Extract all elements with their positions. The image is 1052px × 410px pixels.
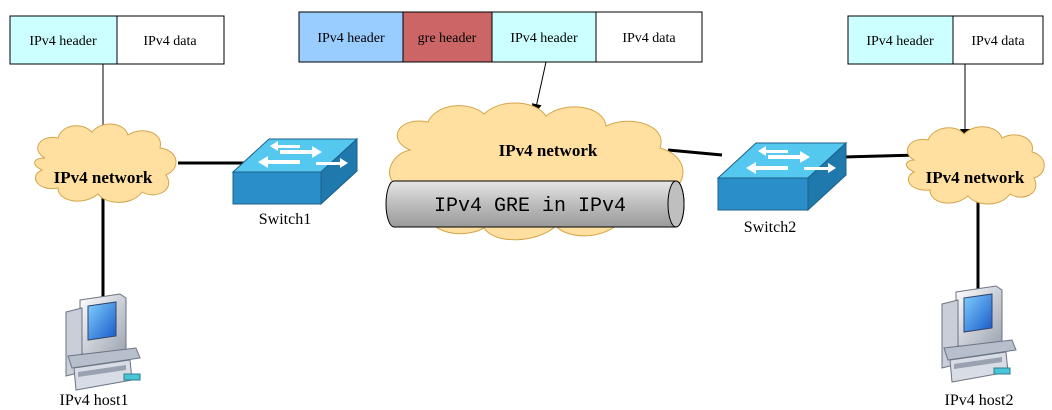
cloud-shape	[906, 126, 1045, 205]
switch-side	[320, 137, 358, 206]
cloud-label: IPv4 network	[499, 141, 598, 160]
ipv4-data-label: IPv4 data	[971, 34, 1025, 49]
ipv4-header-cell	[9, 15, 118, 65]
left-cloud: IPv4 network	[34, 123, 177, 203]
ipv4-data-cell	[952, 15, 1044, 65]
gre-tunnel: IPv4 GRE in IPv4	[385, 180, 685, 228]
ipv4-header-cell	[847, 15, 954, 65]
right-packet: IPv4 header IPv4 data	[847, 15, 1044, 65]
switch-front	[717, 177, 809, 211]
cloud-label: IPv4 network	[54, 168, 153, 187]
arrow-center-packet	[531, 61, 547, 114]
switch2: Switch2	[716, 141, 848, 236]
ipv4-data-label: IPv4 data	[622, 31, 676, 46]
switch-label: Switch1	[259, 211, 311, 228]
ipv4-data-cell	[116, 15, 225, 65]
gre-header-label: gre header	[418, 31, 477, 46]
ipv4-data-label: IPv4 data	[143, 34, 197, 49]
ipv4-header-label: IPv4 header	[29, 34, 97, 49]
gre-header-cell	[402, 11, 493, 63]
switch-arrows-icon	[258, 141, 348, 168]
computer-icon	[941, 285, 1017, 383]
switch-arrows-icon	[746, 146, 836, 174]
link-center-switch2	[667, 148, 723, 157]
tunnel-end-cap	[667, 180, 685, 228]
ipv4-data-cell	[595, 11, 703, 63]
host-label: IPv4 host1	[60, 392, 129, 409]
switch-side	[807, 141, 847, 212]
inner-ipv4-header-cell	[491, 11, 597, 63]
switch-front	[232, 171, 322, 205]
cloud-shape	[34, 123, 177, 203]
inner-ipv4-header-label: IPv4 header	[510, 31, 578, 46]
outer-ipv4-header-label: IPv4 header	[317, 31, 385, 46]
right-cloud: IPv4 network	[906, 126, 1045, 205]
computer-icon	[65, 293, 141, 391]
cloud-label: IPv4 network	[926, 168, 1025, 187]
left-packet: IPv4 header IPv4 data	[9, 15, 225, 65]
tunnel-label: IPv4 GRE in IPv4	[434, 195, 626, 218]
switch1: Switch1	[231, 137, 359, 228]
host-label: IPv4 host2	[945, 392, 1014, 409]
switch-label: Switch2	[744, 219, 796, 236]
host1: IPv4 host1	[60, 293, 141, 409]
host2: IPv4 host2	[941, 285, 1017, 409]
link-switch2-cloud	[842, 153, 921, 159]
outer-ipv4-header-cell	[298, 11, 404, 63]
ipv4-header-label: IPv4 header	[866, 34, 934, 49]
center-packet: IPv4 header gre header IPv4 header IPv4 …	[298, 11, 703, 63]
